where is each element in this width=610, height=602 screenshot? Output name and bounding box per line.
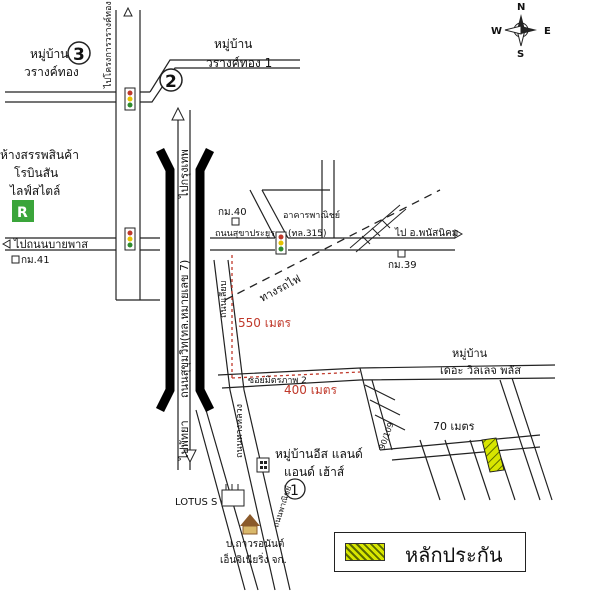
road-vertical-left xyxy=(115,10,141,300)
road-village-3 xyxy=(499,377,553,501)
road-bypass xyxy=(5,237,116,251)
label-lotus: LOTUS S xyxy=(175,497,217,508)
road-vertical-commercial xyxy=(321,160,335,238)
label-km41: กม.41 xyxy=(21,255,50,266)
label-phran-road: ถนนสุขาประยูร xyxy=(215,229,275,239)
lotus-store-icon xyxy=(221,484,245,507)
marker-1-circle xyxy=(284,478,306,500)
label-robinson-line2: โรบินสัน xyxy=(14,166,58,180)
marker-1-label: 1 xyxy=(290,483,299,499)
road-km40 xyxy=(249,189,289,239)
traffic-light-icon xyxy=(275,231,287,255)
robinson-logo-icon xyxy=(12,200,34,222)
arrow-up-icon xyxy=(123,6,133,17)
label-soi-mitraphap: ซอยมิตรภาพ 2 xyxy=(248,375,307,386)
legend-swatch xyxy=(345,543,385,561)
label-factory-line2: เอ็นจิเนียริ่ง จก. xyxy=(220,552,287,566)
robinson-logo-glyph: R xyxy=(17,205,28,221)
km-marker-icon xyxy=(231,217,240,226)
traffic-light-icon xyxy=(124,227,136,251)
label-village-rk-line2: เดอะ วิลเลจ พลัส xyxy=(440,364,521,377)
marker-3-label: 3 xyxy=(73,45,85,65)
sukhumvit-highway xyxy=(155,106,215,470)
legend: หลักประกัน xyxy=(334,532,526,572)
label-road-near-lotus: ถนนพาณิชย์ xyxy=(270,485,293,529)
road-village-1 xyxy=(359,367,393,451)
marker-2-label: 2 xyxy=(165,72,177,92)
road-315 xyxy=(210,237,455,251)
label-road-top: ไปโครงการวรางค์ทอง xyxy=(102,1,114,89)
compass-n: N xyxy=(517,2,525,13)
compass-s: S xyxy=(517,49,524,60)
label-village-3-line2: วรางค์ทอง xyxy=(24,65,79,79)
arrow-right-icon xyxy=(454,229,464,239)
label-to-bangkok: ไปกรุงเทพ xyxy=(178,149,191,199)
label-dist-400: 400 เมตร xyxy=(284,383,338,397)
road-village-2 xyxy=(379,434,541,461)
label-to-pattaya: ไปพัทยา xyxy=(178,420,191,461)
km-marker-icon xyxy=(11,255,20,264)
road-top-horizontal xyxy=(5,59,300,93)
compass-w: W xyxy=(491,26,502,37)
railway-line xyxy=(224,189,441,301)
label-robinson-line3: ไลฟ์สไตล์ xyxy=(9,184,60,198)
marker-2-circle xyxy=(159,68,183,92)
label-easy-line2: แอนด์ เฮ้าส์ xyxy=(284,465,345,479)
label-road315: (ทล.315) xyxy=(288,229,327,239)
label-to-bypass: ไปถนนบายพาส xyxy=(13,238,88,251)
label-easy-line1: หมู่บ้านอีส แลนด์ xyxy=(275,447,363,462)
label-soi-90: 90/109 xyxy=(377,421,395,451)
label-road-vertical-2: ถนนทางหลวง xyxy=(235,404,245,458)
traffic-light-icon xyxy=(124,87,136,111)
village-grid xyxy=(364,384,516,501)
label-village-2-line1: หมู่บ้าน xyxy=(214,37,252,52)
km-marker-icon xyxy=(397,249,406,258)
road-bypass-right xyxy=(140,237,160,251)
building-icon xyxy=(256,457,270,473)
label-dist-70: 70 เมตร xyxy=(433,420,475,433)
label-dist-550: 550 เมตร xyxy=(238,316,292,330)
route-path xyxy=(231,255,361,379)
collateral-plot xyxy=(481,437,505,473)
legend-label: หลักประกัน xyxy=(405,543,503,567)
label-village-2-line2: วรางค์ทอง 1 xyxy=(206,56,272,70)
label-sukhumvit: ถนนสุขุมวิท(ทล.หมายเลข 7) xyxy=(178,260,191,398)
label-village-rk-line1: หมู่บ้าน xyxy=(452,347,488,360)
compass-icon xyxy=(504,14,537,47)
arrow-left-icon xyxy=(1,239,11,249)
label-robinson-line1: ห้างสรรพสินค้า xyxy=(0,148,79,162)
road-network xyxy=(5,10,556,591)
label-km39: กม.39 xyxy=(388,260,417,271)
label-commercial: อาคารพาณิชย์ xyxy=(283,209,340,221)
label-km40: กม.40 xyxy=(218,207,247,218)
label-factory-line1: บ.ถาวรอนันต์ xyxy=(226,538,284,550)
marker-3-circle xyxy=(67,41,91,65)
factory-house-icon xyxy=(240,514,260,535)
railway-crossing xyxy=(349,204,407,253)
road-frontage xyxy=(213,259,291,591)
label-road-vertical-1: ถนนเลียบ xyxy=(218,280,229,318)
label-to-phanat: ไป อ.พนัสนิคม xyxy=(394,227,458,239)
compass-e: E xyxy=(544,26,551,37)
label-railway: ทางรถไฟ xyxy=(257,272,303,304)
label-village-3-line1: หมู่บ้าน xyxy=(30,47,68,62)
